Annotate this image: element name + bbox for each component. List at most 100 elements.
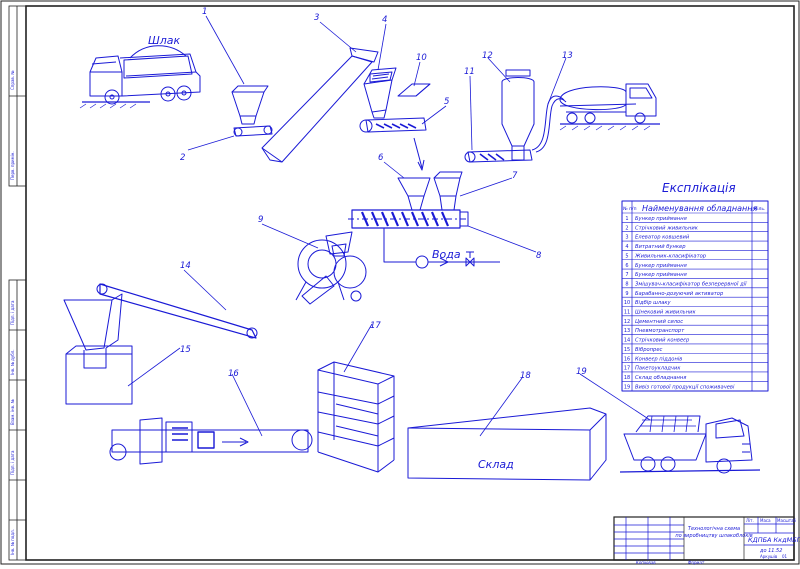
callout-numbers: 1 2 3 4 5 6 7 8 9 10 11 12 13 14 15 16 1… bbox=[180, 7, 587, 381]
explication-row-num: 3 bbox=[625, 235, 628, 241]
side-label-5: Інв. № подл. bbox=[10, 529, 15, 555]
explication-row-name: Вібропрес bbox=[635, 347, 663, 353]
binding-strip bbox=[8, 5, 27, 561]
callout-3: 3 bbox=[314, 13, 319, 23]
callout-17: 17 bbox=[370, 321, 381, 331]
side-top-2: Справ. № bbox=[10, 71, 15, 90]
callout-10: 10 bbox=[416, 53, 427, 63]
bucket-elevator-3 bbox=[261, 47, 379, 163]
callout-14: 14 bbox=[180, 261, 191, 271]
explication-row-num: 17 bbox=[624, 366, 630, 372]
sheets-label: Аркушів bbox=[760, 554, 778, 559]
callout-16: 16 bbox=[228, 369, 239, 379]
supply-hopper-4 bbox=[363, 67, 397, 119]
explication-row-num: 2 bbox=[625, 225, 628, 231]
side-top-1: Перв. примін. bbox=[10, 151, 15, 180]
callout-13: 13 bbox=[562, 51, 573, 61]
cement-tanker-truck bbox=[559, 83, 660, 131]
explication-row-num: 11 bbox=[624, 310, 630, 316]
belt-conveyor-14 bbox=[96, 283, 258, 339]
explication-row-num: 5 bbox=[625, 253, 628, 259]
doc-subcode: до 11.52 bbox=[759, 548, 782, 554]
callout-4: 4 bbox=[382, 15, 387, 25]
explication-row-num: 8 bbox=[625, 281, 628, 287]
copied-label: Копіював bbox=[636, 560, 656, 565]
explication-row-name: Цементний силос bbox=[635, 319, 683, 325]
side-label-2: Інв. № дубл. bbox=[10, 349, 15, 375]
product-truck-19 bbox=[619, 415, 761, 474]
pallet-conveyor-16 bbox=[109, 417, 313, 465]
mixer-classifier-8 bbox=[348, 195, 469, 229]
explication-table bbox=[621, 200, 769, 392]
vibropress-15 bbox=[63, 293, 133, 405]
explication-row-num: 4 bbox=[625, 244, 628, 250]
explication-row-num: 9 bbox=[625, 291, 628, 297]
sheets-count: 01 bbox=[782, 554, 788, 559]
col-mass: Маса bbox=[760, 518, 771, 523]
callout-19: 19 bbox=[576, 367, 587, 377]
format-label: Формат bbox=[688, 560, 705, 565]
explication-header-num: № п/п bbox=[623, 206, 637, 212]
callout-15: 15 bbox=[180, 345, 191, 355]
explication-row-num: 1 bbox=[625, 216, 628, 222]
water-label: Вода bbox=[432, 248, 461, 261]
callout-7: 7 bbox=[512, 171, 518, 181]
explication-header-name: Найменування обладнання bbox=[642, 204, 757, 213]
explication-row-num: 19 bbox=[624, 384, 630, 390]
dump-truck-slag bbox=[79, 45, 201, 109]
explication-header-qty: Кіль. bbox=[754, 206, 765, 212]
receiving-hopper-1 bbox=[231, 85, 269, 125]
explication-row-num: 16 bbox=[624, 356, 630, 362]
callout-leaders bbox=[127, 15, 651, 437]
side-label-4: Підп. і дата bbox=[10, 450, 15, 475]
callout-18: 18 bbox=[520, 371, 531, 381]
explication-row-name: Витратний бункер bbox=[635, 244, 686, 250]
explication-row-name: Елеватор ковшевий bbox=[635, 235, 690, 241]
title-block bbox=[613, 516, 795, 561]
explication-row-num: 15 bbox=[624, 347, 630, 353]
explication-row-name: Конвеєр піддонів bbox=[635, 356, 682, 362]
flow-arrow-down bbox=[413, 137, 425, 171]
warehouse-block-18 bbox=[407, 407, 607, 481]
explication-row-num: 10 bbox=[624, 300, 630, 306]
explication-row-name: Стрічковий живильник bbox=[635, 225, 699, 231]
explication-row-name: Пакетоукладчик bbox=[635, 366, 681, 372]
explication-row-name: Відбір шлаку bbox=[635, 300, 672, 306]
explication-row-name: Бункер приймання bbox=[635, 272, 687, 278]
explication-row-num: 6 bbox=[625, 263, 628, 269]
explication-row-num: 12 bbox=[624, 319, 630, 325]
col-lit: Літ. bbox=[746, 518, 754, 523]
explication-row-name: Бункер приймання bbox=[635, 263, 687, 269]
explication-row-name: Змішувач-класифікатор безперервної дії bbox=[635, 281, 747, 287]
explication-row-name: Стрічковий конвеєр bbox=[635, 338, 690, 344]
pallet-stacker-17 bbox=[317, 361, 395, 473]
explication-row-name: Барабанно-дозуючий активатор bbox=[635, 291, 724, 297]
callout-1: 1 bbox=[202, 7, 207, 17]
feeder-classifier-5 bbox=[359, 117, 427, 133]
callout-11: 11 bbox=[464, 67, 475, 77]
explication-row-name: Вивіз готової продукції споживачеві bbox=[635, 384, 735, 390]
slag-selection-10 bbox=[397, 83, 431, 97]
side-label-3: Взам. інв. № bbox=[10, 399, 15, 425]
binding-strip-labels: Підп. і дата Інв. № дубл. Взам. інв. № П… bbox=[10, 71, 15, 555]
explication-row-num: 18 bbox=[624, 375, 630, 381]
explication-title: Експлікація bbox=[662, 181, 736, 195]
explication-row-name: Шнековий живильник bbox=[635, 310, 696, 316]
callout-6: 6 bbox=[378, 153, 384, 163]
callout-8: 8 bbox=[536, 251, 542, 261]
callout-9: 9 bbox=[258, 215, 263, 225]
slag-label: Шлак bbox=[148, 34, 181, 47]
callout-2: 2 bbox=[180, 153, 185, 163]
screw-feeder-11 bbox=[464, 149, 533, 163]
belt-feeder-2 bbox=[233, 125, 273, 137]
explication-row-name: Пневмотранспорт bbox=[635, 328, 685, 334]
warehouse-label: Склад bbox=[478, 458, 514, 471]
callout-12: 12 bbox=[482, 51, 493, 61]
drum-dosing-activator-9 bbox=[295, 231, 367, 305]
explication-row-num: 13 bbox=[624, 328, 630, 334]
